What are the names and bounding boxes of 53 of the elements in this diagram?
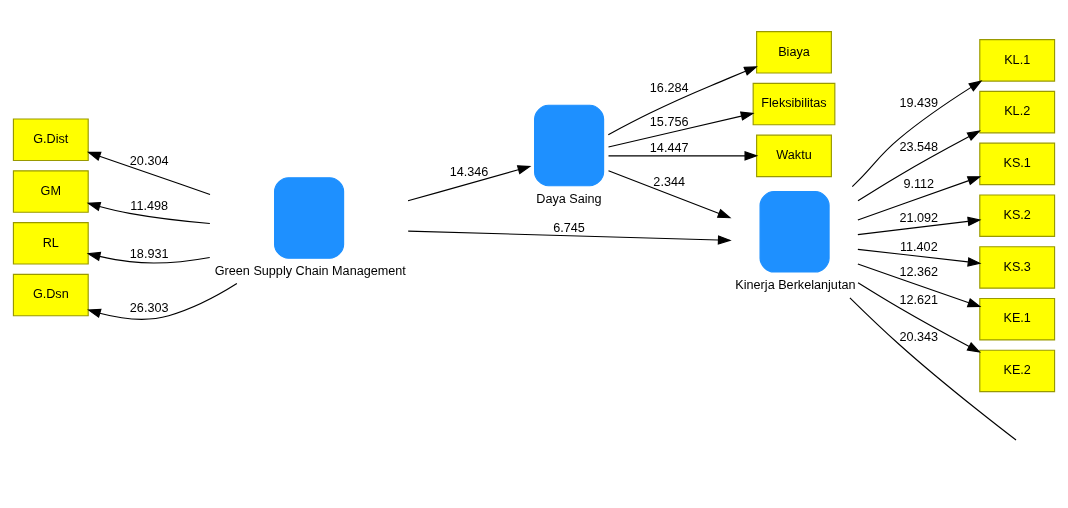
arrow xyxy=(857,129,981,201)
arrow xyxy=(607,110,755,148)
edge-label: 18.931 xyxy=(129,246,169,261)
node-label: Green Supply Chain Management xyxy=(214,263,406,278)
edge-label: 23.548 xyxy=(899,139,939,154)
arrow xyxy=(857,216,982,235)
arrow xyxy=(857,248,982,267)
node-box: KS.2 xyxy=(979,193,1056,237)
arrow xyxy=(87,282,238,320)
edge-label: 21.092 xyxy=(899,210,939,225)
node-box: Waktu xyxy=(756,134,832,177)
node-box: KL.2 xyxy=(979,90,1056,133)
arrow xyxy=(607,169,732,218)
edge-label: 11.402 xyxy=(899,239,938,254)
node-box: GM xyxy=(12,169,89,213)
arrow xyxy=(87,151,211,195)
node-box: KS.3 xyxy=(979,245,1056,289)
node-box: G.Dsn xyxy=(12,273,89,316)
edge-label: 20.304 xyxy=(129,153,169,168)
edge-label: 11.498 xyxy=(130,198,169,213)
arrow xyxy=(86,201,211,224)
arrow xyxy=(407,230,732,245)
arrow xyxy=(851,79,983,187)
node-label: Kinerja Berkelanjutan xyxy=(735,277,856,292)
arrow xyxy=(407,164,532,201)
connector xyxy=(849,296,1017,441)
edge-label: 15.756 xyxy=(649,114,689,129)
edge-label: 14.447 xyxy=(649,140,689,155)
edge-label: 20.343 xyxy=(899,329,939,344)
node-label: Daya Saing xyxy=(536,191,602,206)
edge-label: 14.346 xyxy=(449,164,489,179)
node-box: Biaya xyxy=(756,30,832,74)
arrow xyxy=(857,262,982,307)
node-box: RL xyxy=(12,221,89,265)
node-box: KL.1 xyxy=(979,38,1056,82)
arrow xyxy=(607,65,758,135)
edge-label: 16.284 xyxy=(649,80,689,95)
edge-label: 2.344 xyxy=(653,174,685,189)
node-box: G.Dist xyxy=(12,117,89,161)
node-box: Fleksibilitas xyxy=(752,82,836,125)
arrow xyxy=(86,251,211,264)
edge-label: 6.745 xyxy=(553,220,585,235)
node-box: KE.2 xyxy=(979,349,1056,392)
node-box: KE.1 xyxy=(979,297,1056,340)
node-box: KS.1 xyxy=(979,142,1056,185)
edge-label: 26.303 xyxy=(129,300,169,315)
edge-label: 19.439 xyxy=(899,95,939,110)
edge-label: 9.112 xyxy=(903,176,935,191)
edge-label: 12.362 xyxy=(899,264,939,279)
arrow xyxy=(857,281,981,353)
arrow xyxy=(857,175,982,220)
arrow xyxy=(607,150,759,161)
edge-label: 12.621 xyxy=(899,292,939,307)
